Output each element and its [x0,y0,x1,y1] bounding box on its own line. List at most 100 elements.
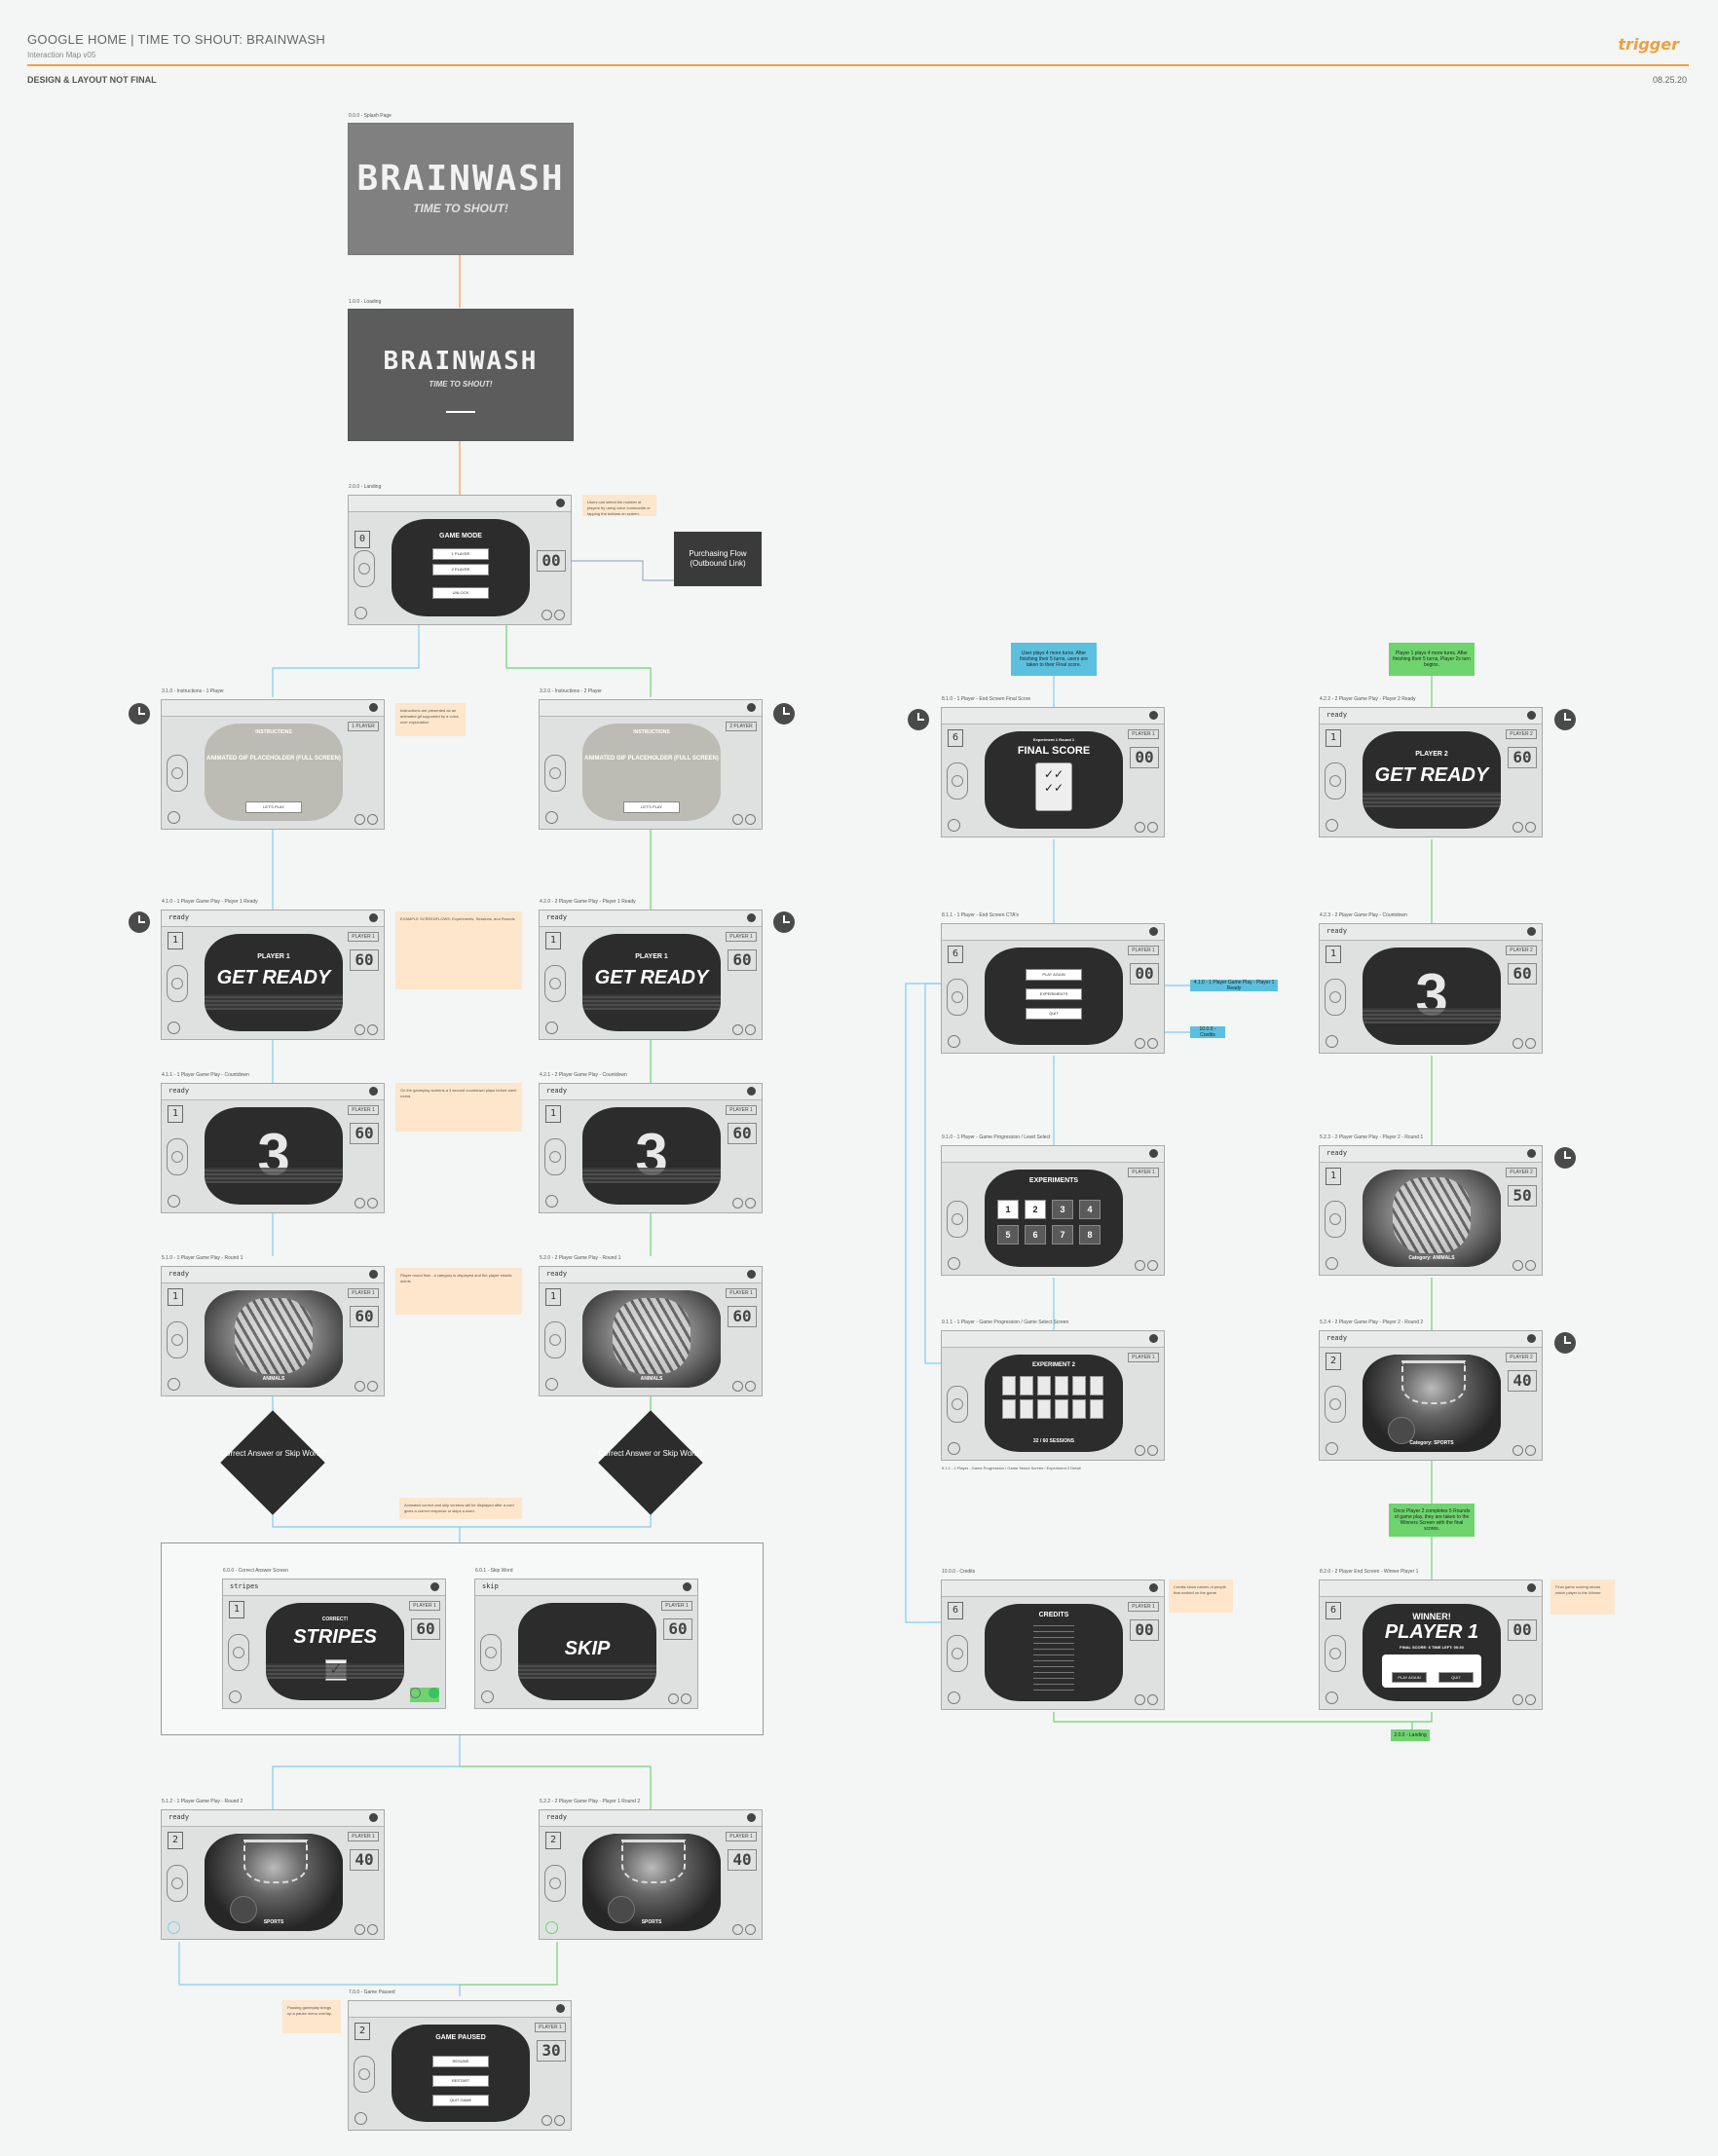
one-player-button[interactable]: 1 PLAYER [432,548,489,560]
two-player-button[interactable]: 2 PLAYER [432,564,489,576]
experiment-cell[interactable]: 7 [1052,1225,1073,1245]
control-dots[interactable] [732,814,756,825]
session-cards[interactable] [1000,1374,1109,1421]
quit-button[interactable]: QUIT [1026,1008,1082,1020]
account-icon[interactable] [1527,1583,1536,1592]
account-icon[interactable] [747,913,756,922]
control-dots[interactable] [1513,1694,1536,1705]
credits-list [1033,1625,1074,1693]
pause-knob[interactable] [948,1035,960,1048]
pause-knob[interactable] [481,1691,494,1703]
control-dots[interactable] [542,610,565,620]
control-dots[interactable] [732,1024,756,1035]
play-again-button[interactable]: PLAY AGAIN [1026,969,1082,981]
account-icon[interactable] [747,703,756,712]
control-dots[interactable] [1135,1038,1158,1049]
account-icon[interactable] [747,1270,756,1279]
resume-button[interactable]: RESUME [432,2056,489,2067]
pause-knob[interactable] [168,1022,180,1034]
account-icon[interactable] [1527,1149,1536,1158]
quit-game-button[interactable]: QUIT GAME [432,2095,489,2106]
dial-icon [354,550,375,587]
control-dots[interactable] [732,1381,756,1392]
control-dots[interactable] [668,1693,691,1704]
account-icon[interactable] [369,703,378,712]
pause-knob[interactable] [545,1378,558,1391]
pause-knob[interactable] [1326,819,1338,832]
pause-knob[interactable] [355,607,367,619]
quit-button[interactable]: QUIT [1438,1672,1474,1683]
account-icon[interactable] [1149,927,1158,936]
pause-knob[interactable] [545,1921,558,1934]
experiments-button[interactable]: EXPERIMENTS [1026,988,1082,1000]
pause-knob[interactable] [355,2112,367,2125]
control-dots[interactable] [1513,1038,1536,1049]
account-icon[interactable] [1149,1149,1158,1158]
pause-knob[interactable] [168,1921,180,1934]
account-icon[interactable] [1149,711,1158,720]
lets-play-button[interactable]: LET'S PLAY [245,801,302,813]
account-icon[interactable] [747,1087,756,1096]
control-dots[interactable] [355,814,378,825]
pause-knob[interactable] [545,1022,558,1034]
pause-knob[interactable] [1326,1442,1338,1455]
account-icon[interactable] [556,499,565,507]
account-icon[interactable] [369,1270,378,1279]
control-dots[interactable] [732,1924,756,1935]
pause-knob[interactable] [229,1691,242,1703]
pause-knob[interactable] [948,1691,960,1704]
control-dots[interactable] [410,1688,439,1702]
control-dots[interactable] [355,1924,378,1935]
experiment-cell[interactable]: 2 [1025,1200,1046,1219]
pause-knob[interactable] [168,1378,180,1391]
control-dots[interactable] [1513,1260,1536,1271]
pause-knob[interactable] [545,811,558,824]
control-dots[interactable] [1513,822,1536,833]
account-icon[interactable] [369,1087,378,1096]
control-dots[interactable] [542,2115,565,2126]
link-landing[interactable]: 2.0.0 - Landing [1391,1729,1430,1741]
account-icon[interactable] [556,2004,565,2013]
pause-knob[interactable] [948,819,960,832]
lets-play-button[interactable]: LET'S PLAY [623,801,680,813]
account-icon[interactable] [1527,927,1536,936]
pause-knob[interactable] [948,1257,960,1270]
control-dots[interactable] [1135,822,1158,833]
pause-knob[interactable] [1326,1257,1338,1270]
pause-knob[interactable] [168,811,180,824]
control-dots[interactable] [355,1198,378,1208]
unlock-button[interactable]: UNLOCK [432,587,489,599]
account-icon[interactable] [1527,711,1536,720]
control-dots[interactable] [355,1024,378,1035]
pause-knob[interactable] [1326,1691,1338,1704]
experiment-cell[interactable]: 8 [1079,1225,1101,1245]
link-player-ready[interactable]: 4.1.0 - 1 Player Game Play - Player 1 Re… [1190,980,1278,991]
control-dots[interactable] [1513,1445,1536,1456]
account-icon[interactable] [369,1813,378,1822]
account-icon[interactable] [683,1582,691,1591]
pause-knob[interactable] [545,1195,558,1208]
pause-knob[interactable] [948,1442,960,1455]
control-dots[interactable] [355,1381,378,1392]
control-dots[interactable] [732,1198,756,1208]
experiment-cell[interactable]: 1 [997,1200,1019,1219]
play-again-button[interactable]: PLAY AGAIN [1392,1672,1427,1683]
control-dots[interactable] [1135,1445,1158,1456]
account-icon[interactable] [430,1582,439,1591]
experiment-cell[interactable]: 3 [1052,1200,1073,1219]
account-icon[interactable] [1149,1334,1158,1343]
restart-button[interactable]: RESTART [432,2075,489,2087]
account-icon[interactable] [369,913,378,922]
control-dots[interactable] [1135,1694,1158,1705]
experiment-cell[interactable]: 6 [1025,1225,1046,1245]
pause-knob[interactable] [168,1195,180,1208]
experiment-cell[interactable]: 5 [997,1225,1019,1245]
experiment-cell[interactable]: 4 [1079,1200,1101,1219]
account-icon[interactable] [1527,1334,1536,1343]
account-icon[interactable] [1149,1583,1158,1592]
purchasing-flow-box[interactable]: Purchasing Flow (Outbound Link) [674,532,762,586]
control-dots[interactable] [1135,1260,1158,1271]
pause-knob[interactable] [1326,1035,1338,1048]
account-icon[interactable] [747,1813,756,1822]
link-credits[interactable]: 10.0.0 - Credits [1190,1026,1225,1038]
